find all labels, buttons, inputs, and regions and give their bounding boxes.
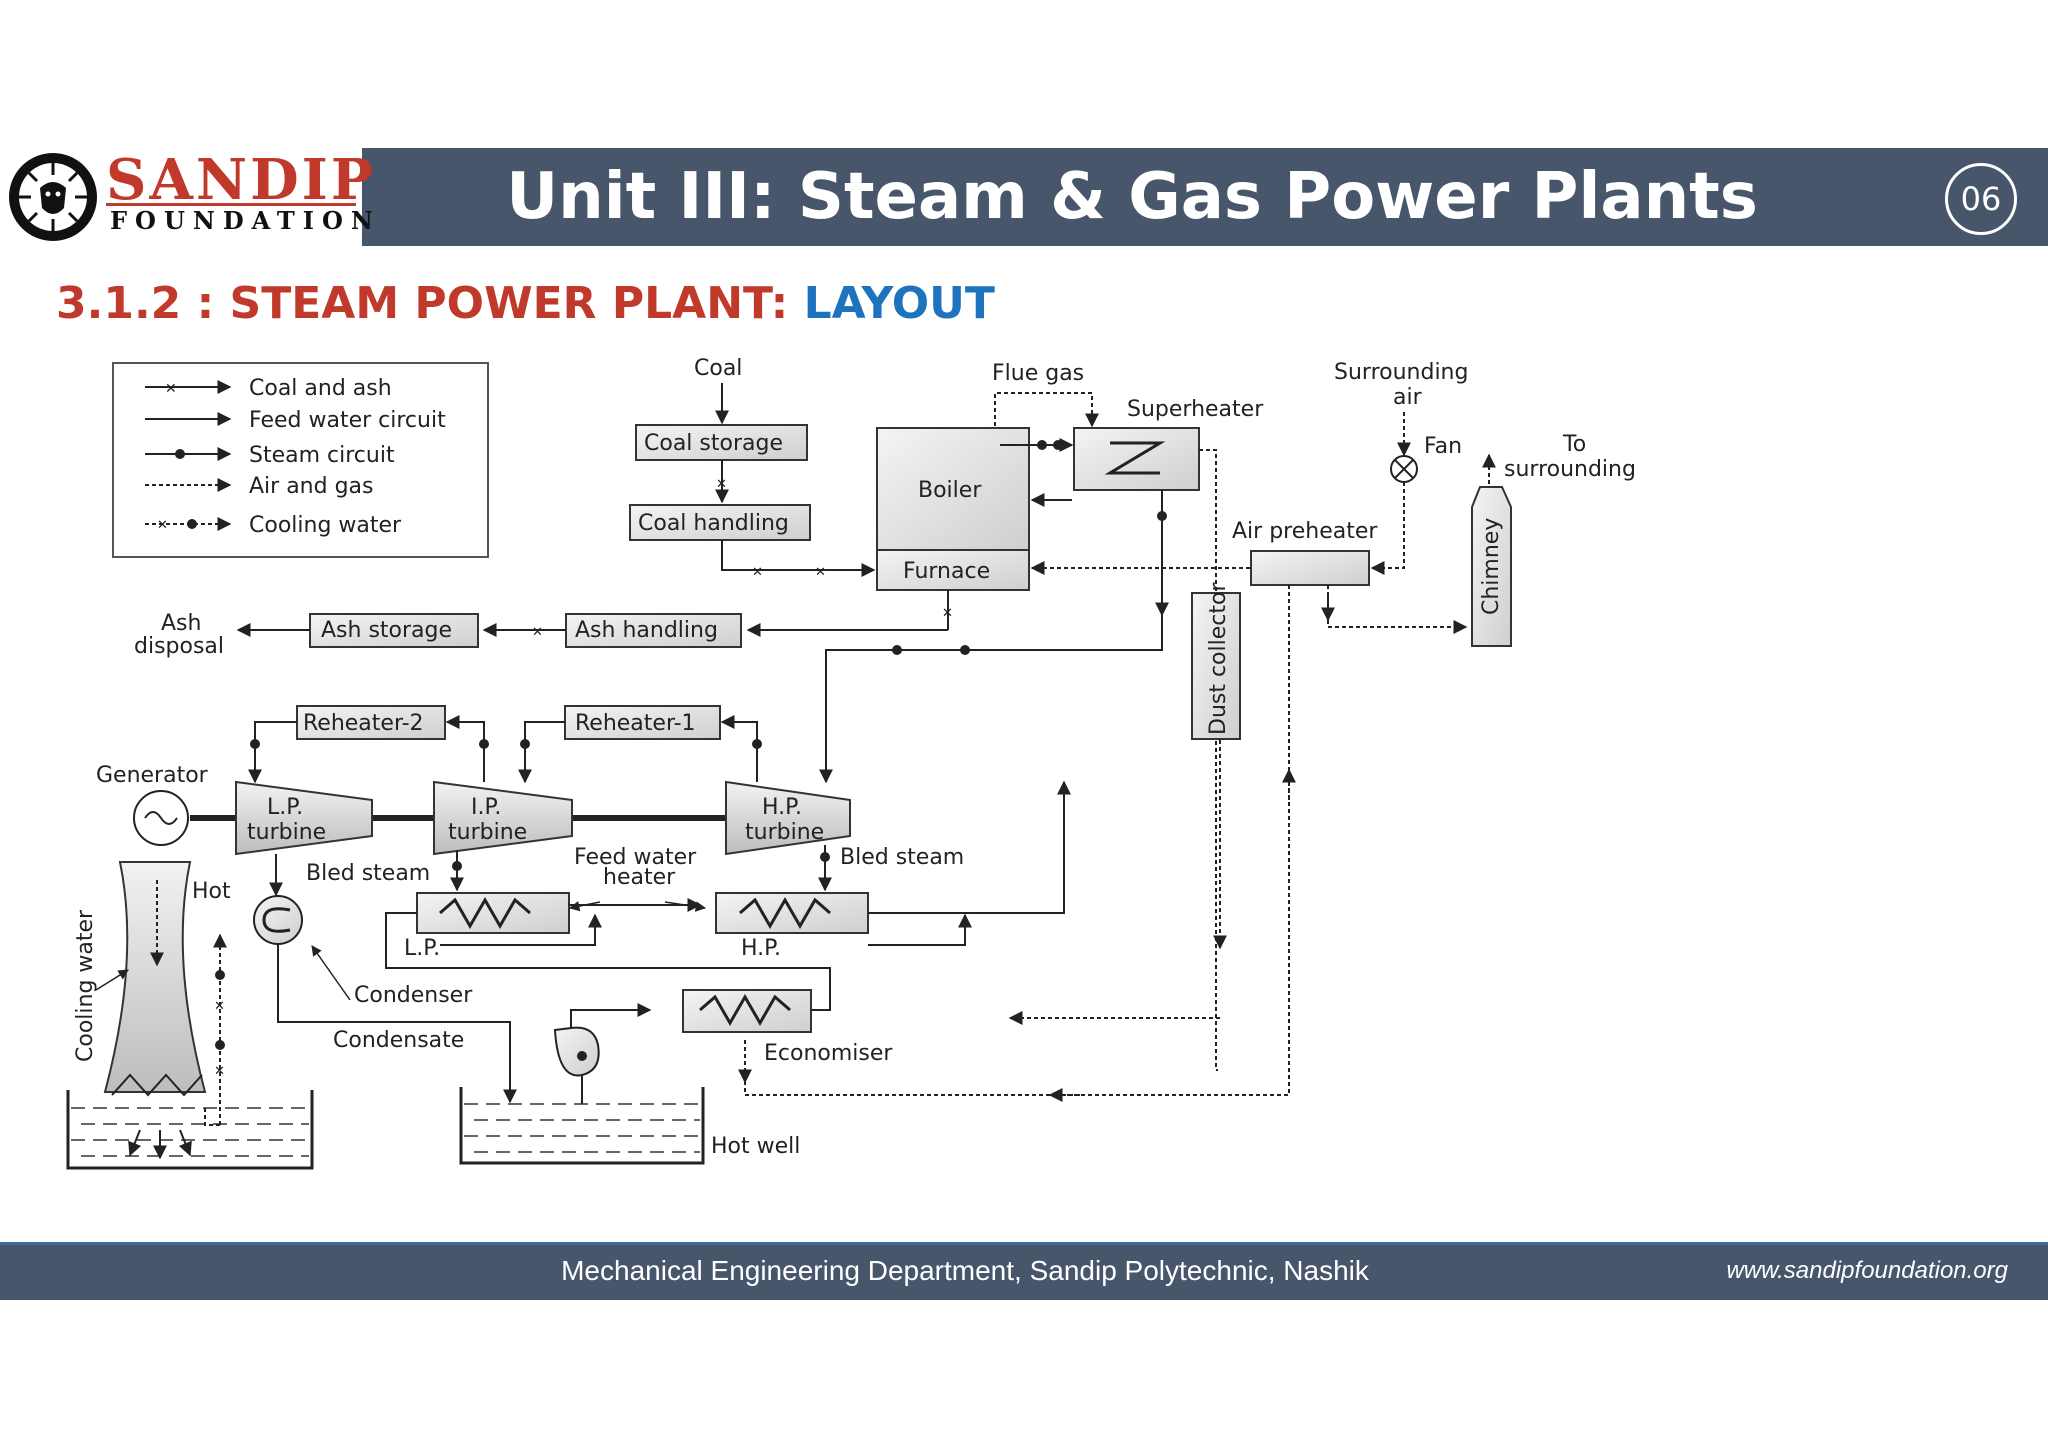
air-preheater-box	[1250, 550, 1370, 586]
svg-text:✕: ✕	[752, 565, 763, 580]
section-title-suffix: LAYOUT	[803, 278, 995, 329]
svg-text:✕: ✕	[214, 999, 225, 1014]
cooling-pond	[66, 1090, 314, 1170]
cooling-tower-shape	[103, 861, 207, 1093]
legend-steam-circuit: Steam circuit	[249, 443, 395, 468]
feed-water-heater-label-1: Feed water	[574, 845, 697, 870]
superheater-box	[1073, 427, 1200, 491]
steam-power-plant-diagram: ✕ ✕ Coal and ash Feed water circuit Stea…	[66, 356, 1636, 1170]
ash-storage-box	[309, 613, 479, 648]
legend-coal-and-ash: Coal and ash	[249, 376, 392, 401]
ash-storage-label: Ash storage	[321, 618, 452, 643]
svg-text:✕: ✕	[214, 1064, 225, 1079]
ip-turbine-label-2: turbine	[448, 820, 527, 845]
coal-label: Coal	[694, 356, 742, 381]
bled-steam-right-label: Bled steam	[840, 845, 964, 870]
surrounding-air-label-1: Surrounding	[1334, 360, 1468, 385]
boiler-label: Boiler	[918, 478, 982, 503]
dust-collector-label: Dust collector	[1206, 582, 1231, 735]
fan-label: Fan	[1424, 434, 1462, 459]
section-title: 3.1.2 : STEAM POWER PLANT: LAYOUT	[56, 274, 995, 334]
footer-website-link[interactable]: www.sandipfoundation.org	[1726, 1257, 2008, 1284]
ash-handling-label: Ash handling	[575, 618, 718, 643]
ip-turbine-shape	[433, 780, 573, 856]
hp-turbine-label-1: H.P.	[762, 795, 802, 820]
bled-steam-left-label: Bled steam	[306, 861, 430, 886]
feed-pump-icon	[553, 1026, 600, 1077]
svg-text:✕: ✕	[532, 625, 543, 640]
logo-underline	[106, 203, 356, 206]
page-number-badge: 06	[1945, 163, 2017, 235]
coal-storage-box	[635, 424, 808, 461]
lion-logo-icon	[9, 153, 97, 241]
ash-handling-box	[565, 613, 742, 648]
reheater-1-label: Reheater-1	[575, 711, 696, 736]
section-title-prefix: 3.1.2 : STEAM POWER PLANT:	[56, 278, 804, 329]
economiser-box	[682, 989, 812, 1033]
lp-heater-label: L.P.	[404, 936, 440, 961]
feed-water-heater-label-2: heater	[603, 865, 676, 890]
surrounding-air-label-2: air	[1393, 385, 1423, 410]
legend-cooling-water: Cooling water	[249, 513, 402, 538]
air-preheater-label: Air preheater	[1232, 519, 1378, 544]
hot-well-label: Hot well	[711, 1134, 800, 1159]
reheater-2-box	[296, 705, 446, 740]
to-surrounding-label-1: To	[1562, 432, 1586, 457]
superheater-label: Superheater	[1127, 397, 1264, 422]
lp-turbine-label-2: turbine	[247, 820, 326, 845]
reheater-2-label: Reheater-2	[303, 711, 424, 736]
hp-heater-label: H.P.	[741, 936, 781, 961]
dust-collector-box	[1191, 592, 1241, 740]
coal-handling-label: Coal handling	[638, 511, 789, 536]
condenser-icon	[253, 895, 303, 945]
economiser-label: Economiser	[764, 1041, 893, 1066]
cooling-water-label: Cooling water	[73, 909, 98, 1062]
hp-turbine-label-2: turbine	[745, 820, 824, 845]
footer-department: Mechanical Engineering Department, Sandi…	[561, 1255, 1369, 1286]
hp-turbine-shape	[725, 780, 851, 856]
hot-label: Hot	[192, 879, 231, 904]
footer-band	[0, 1242, 2048, 1300]
svg-text:✕: ✕	[942, 606, 953, 621]
svg-text:✕: ✕	[165, 381, 177, 397]
ip-turbine-label-1: I.P.	[471, 795, 501, 820]
hot-well-tank	[459, 1087, 705, 1165]
condenser-label: Condenser	[354, 983, 473, 1008]
chimney-shape	[1471, 486, 1512, 647]
coal-storage-label: Coal storage	[644, 431, 783, 456]
page-title: Unit III: Steam & Gas Power Plants	[506, 160, 1758, 234]
legend-air-and-gas: Air and gas	[249, 474, 374, 499]
condensate-label: Condensate	[333, 1028, 464, 1053]
generator-label: Generator	[96, 763, 209, 788]
legend: ✕ ✕ Coal and ash Feed water circuit Stea…	[112, 362, 489, 558]
svg-text:✕: ✕	[157, 518, 168, 533]
logo-name: SANDIP	[106, 147, 376, 213]
lp-turbine-label-1: L.P.	[267, 795, 303, 820]
svg-text:✕: ✕	[716, 477, 727, 492]
logo-subtitle: FOUNDATION	[110, 206, 381, 235]
chimney-label: Chimney	[1479, 518, 1504, 615]
legend-feed-water: Feed water circuit	[249, 408, 446, 433]
flue-gas-label: Flue gas	[992, 361, 1084, 386]
furnace-box	[876, 549, 1030, 591]
ash-disposal-label-1: Ash	[161, 611, 201, 636]
coal-handling-box	[629, 504, 811, 541]
ash-disposal-label-2: disposal	[134, 634, 224, 659]
to-surrounding-label-2: surrounding	[1504, 457, 1636, 482]
svg-text:✕: ✕	[815, 565, 826, 580]
lp-turbine-shape	[235, 780, 373, 856]
furnace-label: Furnace	[903, 559, 990, 584]
